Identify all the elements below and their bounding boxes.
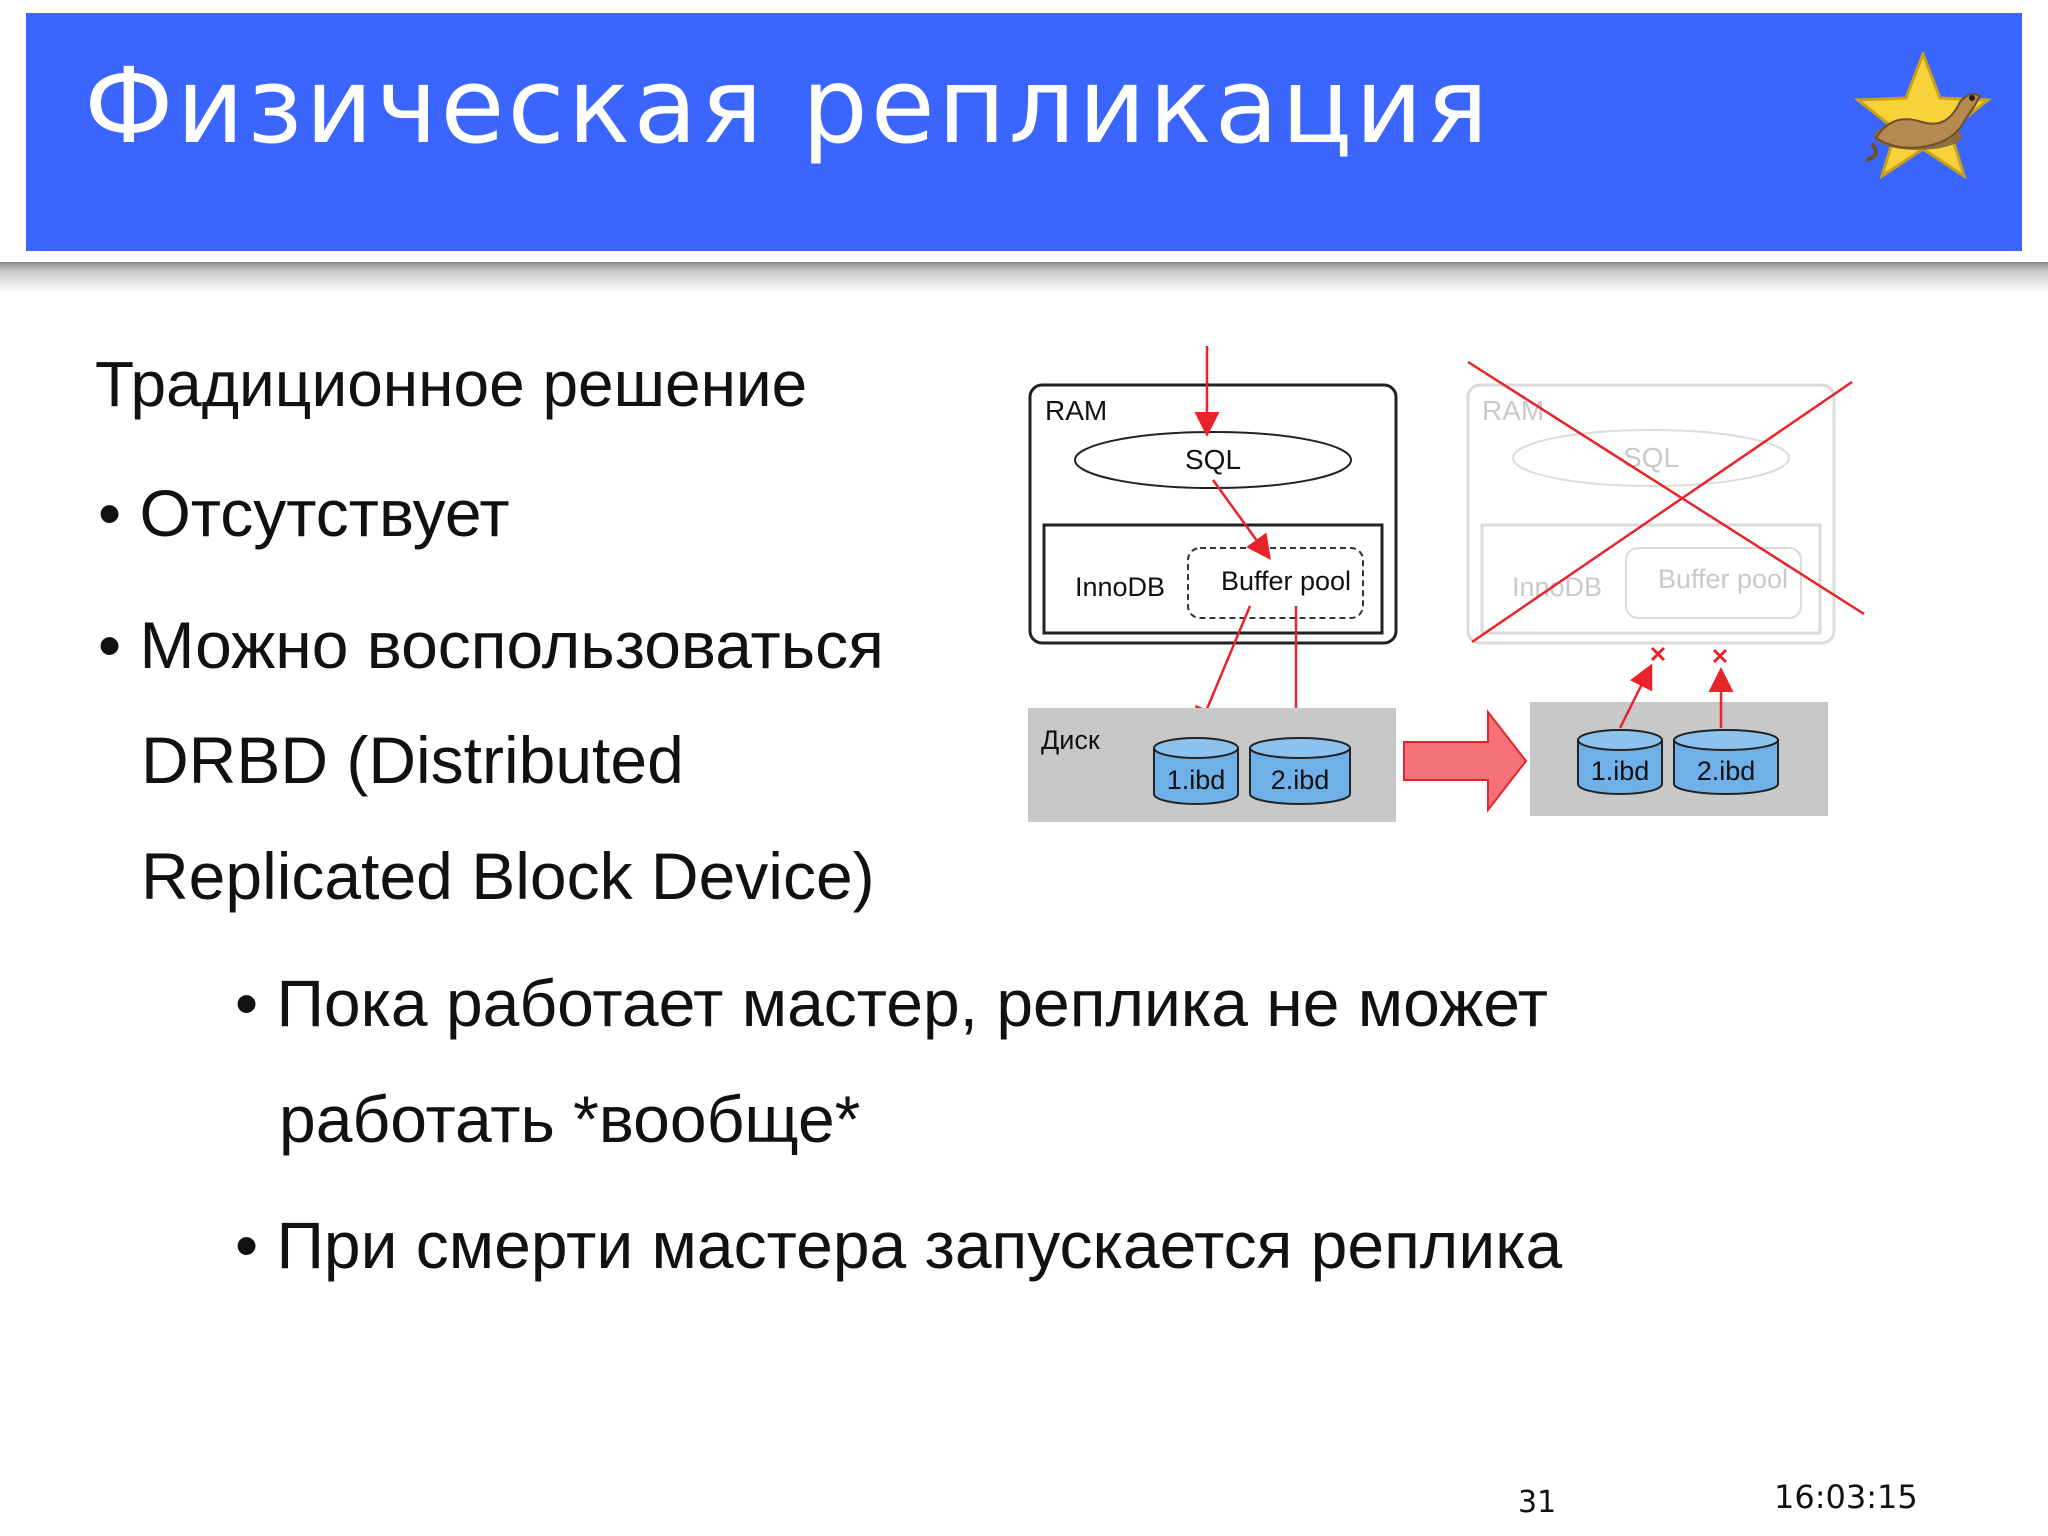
sub-bullet-master-running: • Пока работает мастер, реплика не может <box>235 966 1548 1040</box>
right-innodb-box <box>1480 523 1822 635</box>
section-heading: Традиционное решение <box>95 348 808 420</box>
blocked-x-1 <box>1650 646 1666 662</box>
left-disk-label: Диск <box>1041 725 1100 755</box>
left-file2-cylinder <box>1249 737 1351 805</box>
slide-title: Физическая репликация <box>84 45 1492 167</box>
title-bar-shadow <box>0 262 2048 292</box>
left-ram-label: RAM <box>1045 395 1107 426</box>
left-file1-label: 1.ibd <box>1167 765 1226 795</box>
sub-bullet-master-death: • При смерти мастера запускается реплика <box>235 1208 1563 1282</box>
cross-line-1 <box>1467 360 1865 616</box>
left-innodb-label: InnoDB <box>1075 572 1165 602</box>
footer-time: 16:03:15 <box>1774 1478 1918 1516</box>
left-buffer-pool-box <box>1187 547 1364 619</box>
right-sql-label: SQL <box>1623 442 1679 473</box>
sub-bullet-master-running-line2: работать *вообще* <box>279 1082 861 1156</box>
cross-line-2 <box>1471 380 1853 644</box>
arrow-buffer-to-file1 <box>1195 605 1252 733</box>
right-file2-cylinder <box>1673 729 1779 795</box>
left-file2-label: 2.ibd <box>1271 765 1330 795</box>
right-file2-label: 2.ibd <box>1697 756 1756 786</box>
right-ram-label: RAM <box>1482 395 1544 426</box>
left-file1-cylinder <box>1153 737 1239 805</box>
star-seal-logo-icon <box>1853 52 1993 180</box>
bullet-drbd: • Можно воспользоваться <box>98 608 884 682</box>
right-buffer-pool-label: Buffer pool <box>1658 564 1788 594</box>
drbd-diagram: RAM SQL InnoDB Buffer pool Диск 1.ibd 2.… <box>1028 346 1865 822</box>
left-buffer-pool-label: Buffer pool <box>1221 566 1351 596</box>
right-innodb-label: InnoDB <box>1512 572 1602 602</box>
bullet-drbd-line3: Replicated Block Device) <box>141 839 875 913</box>
bullet-drbd-line2: DRBD (Distributed <box>141 723 684 797</box>
page-number: 31 <box>1518 1485 1557 1520</box>
right-ram-faded: RAM SQL InnoDB Buffer pool <box>1466 383 1836 645</box>
blocked-arrow-file1 <box>1618 663 1653 729</box>
left-sql-label: SQL <box>1185 444 1241 475</box>
bullet-absent: • Отсутствует <box>98 476 510 550</box>
blocked-x-2 <box>1712 648 1728 664</box>
right-buffer-pool-box <box>1625 547 1802 619</box>
replication-big-arrow <box>1403 709 1528 813</box>
right-file1-label: 1.ibd <box>1591 756 1650 786</box>
title-bar <box>26 13 2022 251</box>
right-file1-cylinder <box>1577 729 1663 795</box>
arrow-sql-to-buffer <box>1211 479 1271 561</box>
right-ram-box <box>1466 383 1836 645</box>
